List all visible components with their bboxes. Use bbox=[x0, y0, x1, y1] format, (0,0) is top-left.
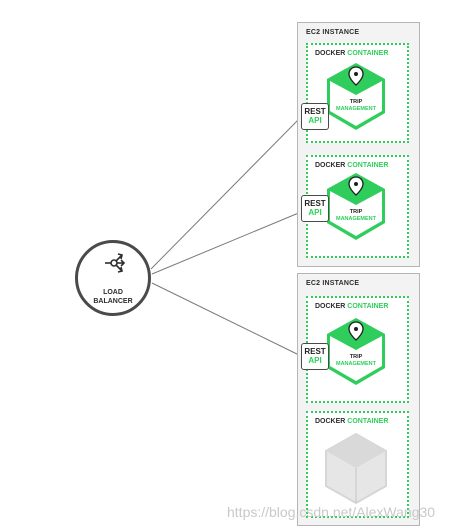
ec2-instance-title: EC2 INSTANCE bbox=[306, 29, 360, 36]
service-label: TRIP MANAGEMENT bbox=[335, 354, 377, 367]
docker-container-title: DOCKER CONTAINER bbox=[315, 162, 389, 169]
docker-container-title: DOCKER CONTAINER bbox=[315, 303, 389, 310]
docker-container-title: DOCKER CONTAINER bbox=[315, 418, 389, 425]
service-label: TRIP MANAGEMENT bbox=[335, 209, 377, 222]
ec2-instance-1: EC2 INSTANCE DOCKER CONTAINER DOCKER CON… bbox=[297, 22, 420, 267]
docker-container-4-empty: DOCKER CONTAINER bbox=[306, 411, 409, 518]
watermark: https://blog.csdn.net/AlexWang30 bbox=[227, 504, 436, 520]
connector-line bbox=[150, 116, 302, 270]
connector-line bbox=[151, 282, 302, 357]
docker-container-title: DOCKER CONTAINER bbox=[315, 50, 389, 57]
split-arrows-icon bbox=[105, 253, 126, 273]
service-label: TRIP MANAGEMENT bbox=[335, 99, 377, 112]
connector-line bbox=[151, 211, 302, 275]
ec2-instance-2: EC2 INSTANCE DOCKER CONTAINER DOCKER CON… bbox=[297, 273, 420, 526]
load-balancer: LOAD BALANCER bbox=[75, 240, 151, 316]
load-balancer-label: LOAD BALANCER bbox=[93, 289, 133, 305]
ec2-instance-title: EC2 INSTANCE bbox=[306, 280, 360, 287]
